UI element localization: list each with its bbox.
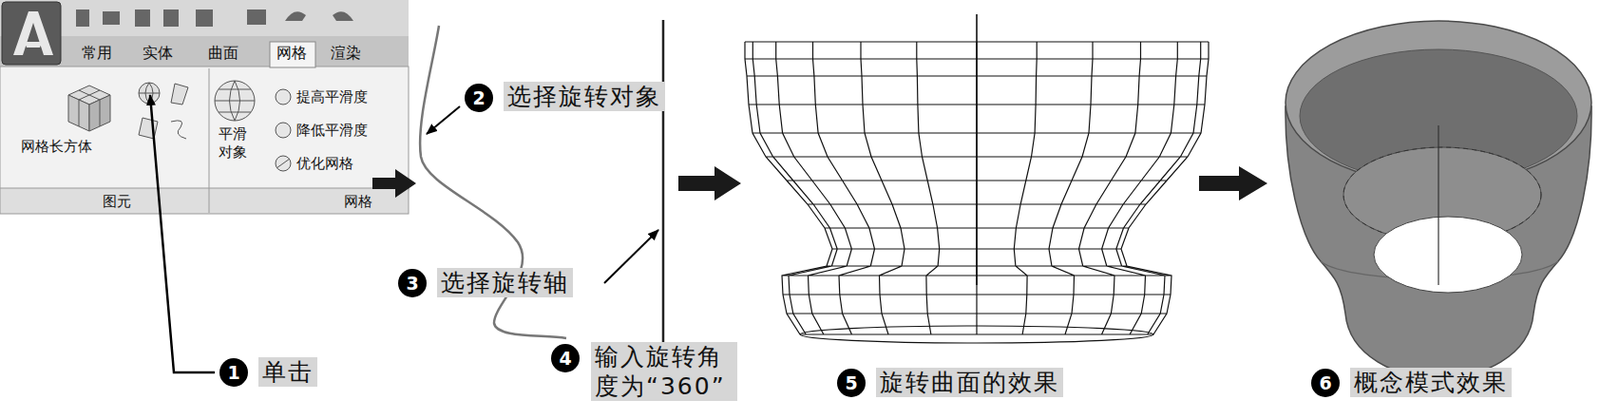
ribbon-tab: 渲染 <box>330 42 362 64</box>
panel-title: 网格 <box>343 191 373 211</box>
button-label: 网格长方体 <box>20 136 93 156</box>
callout-number: 6 <box>1311 368 1340 398</box>
button-label: 提高平滑度 <box>296 87 368 107</box>
mesh-box-icon <box>68 85 111 132</box>
button-label: 优化网格 <box>296 153 354 173</box>
flow-arrow <box>372 169 417 198</box>
ribbon-footer <box>0 188 409 214</box>
revolved-mesh <box>744 14 1209 343</box>
step-caption: 选择旋转轴 <box>437 267 573 298</box>
conceptual-bowl <box>1285 20 1592 379</box>
callout-number: 5 <box>837 368 866 398</box>
app-logo <box>1 1 61 65</box>
leader-line <box>150 95 215 373</box>
logo-glyph <box>13 11 54 56</box>
step-caption: 选择旋转对象 <box>503 81 666 112</box>
smooth-icon <box>214 80 255 121</box>
ribbon-tab: 曲面 <box>208 42 239 64</box>
ribbon-panel <box>0 0 409 214</box>
ribbon-tab: 常用 <box>81 42 113 64</box>
step-caption: 单击 <box>258 357 318 387</box>
step-caption: 旋转曲面的效果 <box>876 367 1064 398</box>
callout-number: 3 <box>398 268 427 298</box>
leader-line <box>426 106 460 134</box>
ribbon-tab: 网格 <box>276 42 307 64</box>
step-caption: 概念模式效果 <box>1350 367 1512 398</box>
ribbon-top <box>0 0 409 67</box>
leader-line <box>604 229 659 284</box>
callout-number: 2 <box>464 83 494 113</box>
flow-arrow <box>678 166 742 201</box>
step-caption: 输入旋转角度为“360” <box>590 342 738 401</box>
smooth-level-icons <box>275 89 291 172</box>
primitive-icons <box>138 82 189 139</box>
mesh-base <box>800 325 1154 343</box>
rotation-axis <box>1437 125 1439 286</box>
rotation-axis <box>662 19 666 388</box>
ribbon-body <box>0 66 409 191</box>
callout-number: 4 <box>551 343 580 373</box>
panel-title: 图元 <box>102 191 132 211</box>
quick-icons <box>76 9 354 27</box>
panel-divider <box>209 68 210 213</box>
ribbon-tab: 实体 <box>142 42 173 64</box>
flow-arrows <box>372 166 1268 201</box>
flow-arrow <box>1199 166 1268 201</box>
rotation-axis <box>975 14 978 286</box>
active-tab <box>269 41 316 68</box>
bowl-hole <box>1373 216 1523 293</box>
button-label: 降低平滑度 <box>296 120 368 140</box>
button-label: 平滑 对象 <box>216 125 250 162</box>
callout-number: 1 <box>219 358 248 387</box>
